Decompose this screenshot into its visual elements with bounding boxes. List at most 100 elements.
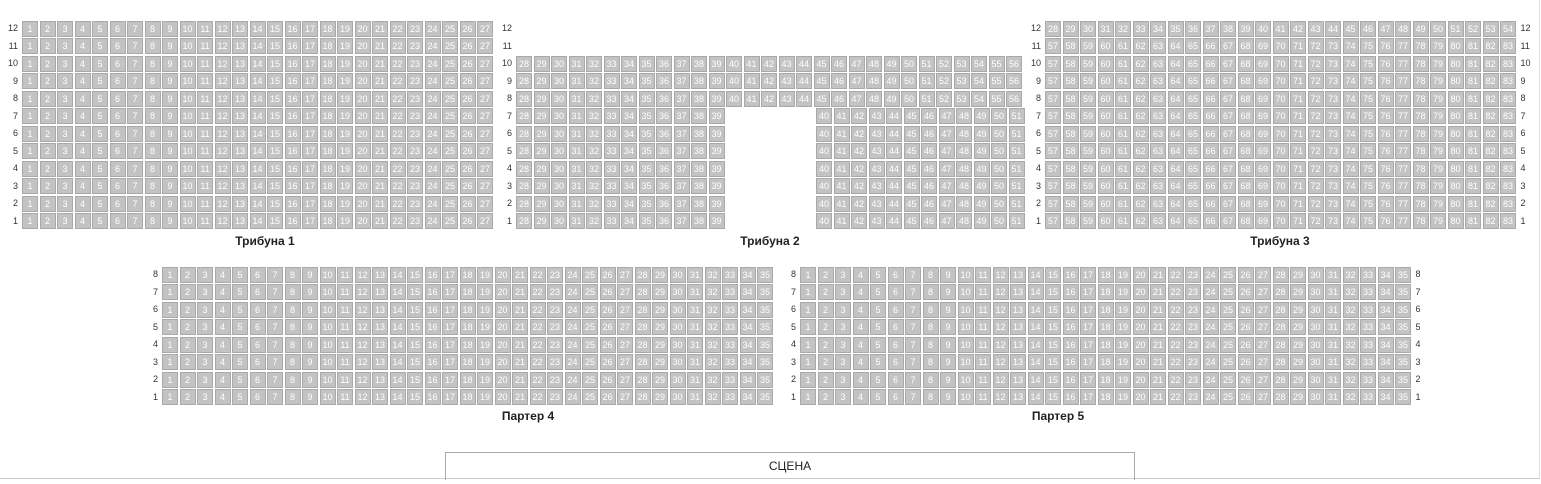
seat[interactable]: 9	[940, 266, 956, 283]
seat[interactable]: 9	[162, 55, 178, 72]
seat[interactable]: 28	[634, 284, 651, 300]
seat[interactable]: 16	[424, 336, 441, 353]
seat[interactable]: 47	[848, 73, 865, 89]
seat[interactable]: 62	[1132, 143, 1149, 159]
seat[interactable]: 28	[1272, 371, 1289, 388]
seat[interactable]: 4	[852, 354, 869, 370]
seat[interactable]: 19	[477, 371, 493, 388]
seat[interactable]: 75	[1360, 213, 1376, 229]
seat[interactable]: 21	[372, 20, 388, 37]
seat[interactable]: 46	[921, 178, 937, 194]
seat[interactable]: 6	[887, 389, 904, 405]
seat[interactable]: 79	[1430, 143, 1446, 159]
seat[interactable]: 71	[1290, 90, 1306, 107]
seat[interactable]: 26	[1237, 301, 1254, 318]
seat[interactable]: 65	[1185, 90, 1201, 107]
seat[interactable]: 26	[459, 90, 476, 107]
seat[interactable]: 21	[372, 108, 388, 124]
seat[interactable]: 35	[1395, 266, 1411, 283]
seat[interactable]: 9	[162, 125, 178, 142]
seat[interactable]: 23	[547, 319, 563, 335]
seat[interactable]: 9	[302, 301, 318, 318]
seat[interactable]: 4	[852, 389, 869, 405]
seat[interactable]: 26	[1237, 319, 1254, 335]
seat[interactable]: 4	[214, 266, 231, 283]
seat[interactable]: 47	[938, 125, 955, 142]
seat[interactable]: 31	[687, 284, 703, 300]
seat[interactable]: 14	[249, 125, 266, 142]
seat[interactable]: 10	[179, 108, 196, 124]
seat[interactable]: 27	[477, 160, 493, 177]
seat[interactable]: 3	[57, 55, 73, 72]
seat[interactable]: 34	[621, 213, 637, 229]
seat[interactable]: 42	[761, 55, 777, 72]
seat[interactable]: 69	[1255, 108, 1271, 124]
seat[interactable]: 49	[973, 213, 990, 229]
seat[interactable]: 4	[852, 266, 869, 283]
seat[interactable]: 9	[940, 389, 956, 405]
seat[interactable]: 34	[739, 284, 756, 300]
seat[interactable]: 27	[1255, 389, 1271, 405]
seat[interactable]: 79	[1430, 160, 1446, 177]
seat[interactable]: 69	[1255, 38, 1271, 54]
seat[interactable]: 32	[586, 90, 602, 107]
seat[interactable]: 29	[652, 284, 668, 300]
seat[interactable]: 51	[1008, 178, 1025, 194]
seat[interactable]: 32	[1115, 20, 1131, 37]
seat[interactable]: 42	[851, 213, 867, 229]
seat[interactable]: 28	[1272, 266, 1289, 283]
seat[interactable]: 8	[922, 284, 939, 300]
seat[interactable]: 13	[232, 108, 248, 124]
seat[interactable]: 11	[975, 336, 991, 353]
seat[interactable]: 17	[1080, 354, 1096, 370]
seat[interactable]: 19	[337, 73, 353, 89]
seat[interactable]: 17	[302, 108, 318, 124]
seat[interactable]: 16	[1062, 389, 1079, 405]
seat[interactable]: 67	[1220, 90, 1236, 107]
seat[interactable]: 14	[1027, 371, 1044, 388]
seat[interactable]: 33	[1360, 336, 1376, 353]
seat[interactable]: 81	[1465, 178, 1481, 194]
seat[interactable]: 7	[905, 389, 921, 405]
seat[interactable]: 48	[956, 143, 972, 159]
seat[interactable]: 40	[816, 125, 832, 142]
seat[interactable]: 48	[956, 178, 972, 194]
seat[interactable]: 80	[1447, 90, 1464, 107]
seat[interactable]: 16	[424, 389, 441, 405]
seat[interactable]: 9	[162, 178, 178, 194]
seat[interactable]: 19	[337, 160, 353, 177]
seat[interactable]: 20	[494, 389, 511, 405]
seat[interactable]: 33	[1360, 319, 1376, 335]
seat[interactable]: 6	[249, 319, 266, 335]
seat[interactable]: 4	[74, 73, 91, 89]
seat[interactable]: 11	[197, 55, 213, 72]
seat[interactable]: 18	[319, 90, 336, 107]
seat[interactable]: 4	[214, 301, 231, 318]
seat[interactable]: 25	[442, 213, 458, 229]
seat[interactable]: 51	[1008, 160, 1025, 177]
seat[interactable]: 33	[603, 143, 620, 159]
seat[interactable]: 72	[1307, 73, 1324, 89]
seat[interactable]: 37	[673, 178, 690, 194]
seat[interactable]: 36	[656, 160, 672, 177]
seat[interactable]: 35	[757, 336, 773, 353]
seat[interactable]: 9	[162, 90, 178, 107]
seat[interactable]: 59	[1080, 195, 1096, 212]
seat[interactable]: 14	[249, 160, 266, 177]
seat[interactable]: 43	[868, 213, 885, 229]
seat[interactable]: 8	[144, 160, 161, 177]
seat[interactable]: 6	[109, 90, 126, 107]
seat[interactable]: 46	[831, 55, 847, 72]
seat[interactable]: 62	[1132, 125, 1149, 142]
seat[interactable]: 9	[162, 73, 178, 89]
seat[interactable]: 6	[109, 108, 126, 124]
seat[interactable]: 34	[1377, 354, 1394, 370]
seat[interactable]: 26	[459, 73, 476, 89]
seat[interactable]: 5	[870, 319, 886, 335]
seat[interactable]: 41	[833, 160, 850, 177]
seat[interactable]: 38	[691, 160, 707, 177]
seat[interactable]: 75	[1360, 108, 1376, 124]
seat[interactable]: 26	[599, 301, 616, 318]
seat[interactable]: 10	[957, 371, 974, 388]
seat[interactable]: 81	[1465, 195, 1481, 212]
